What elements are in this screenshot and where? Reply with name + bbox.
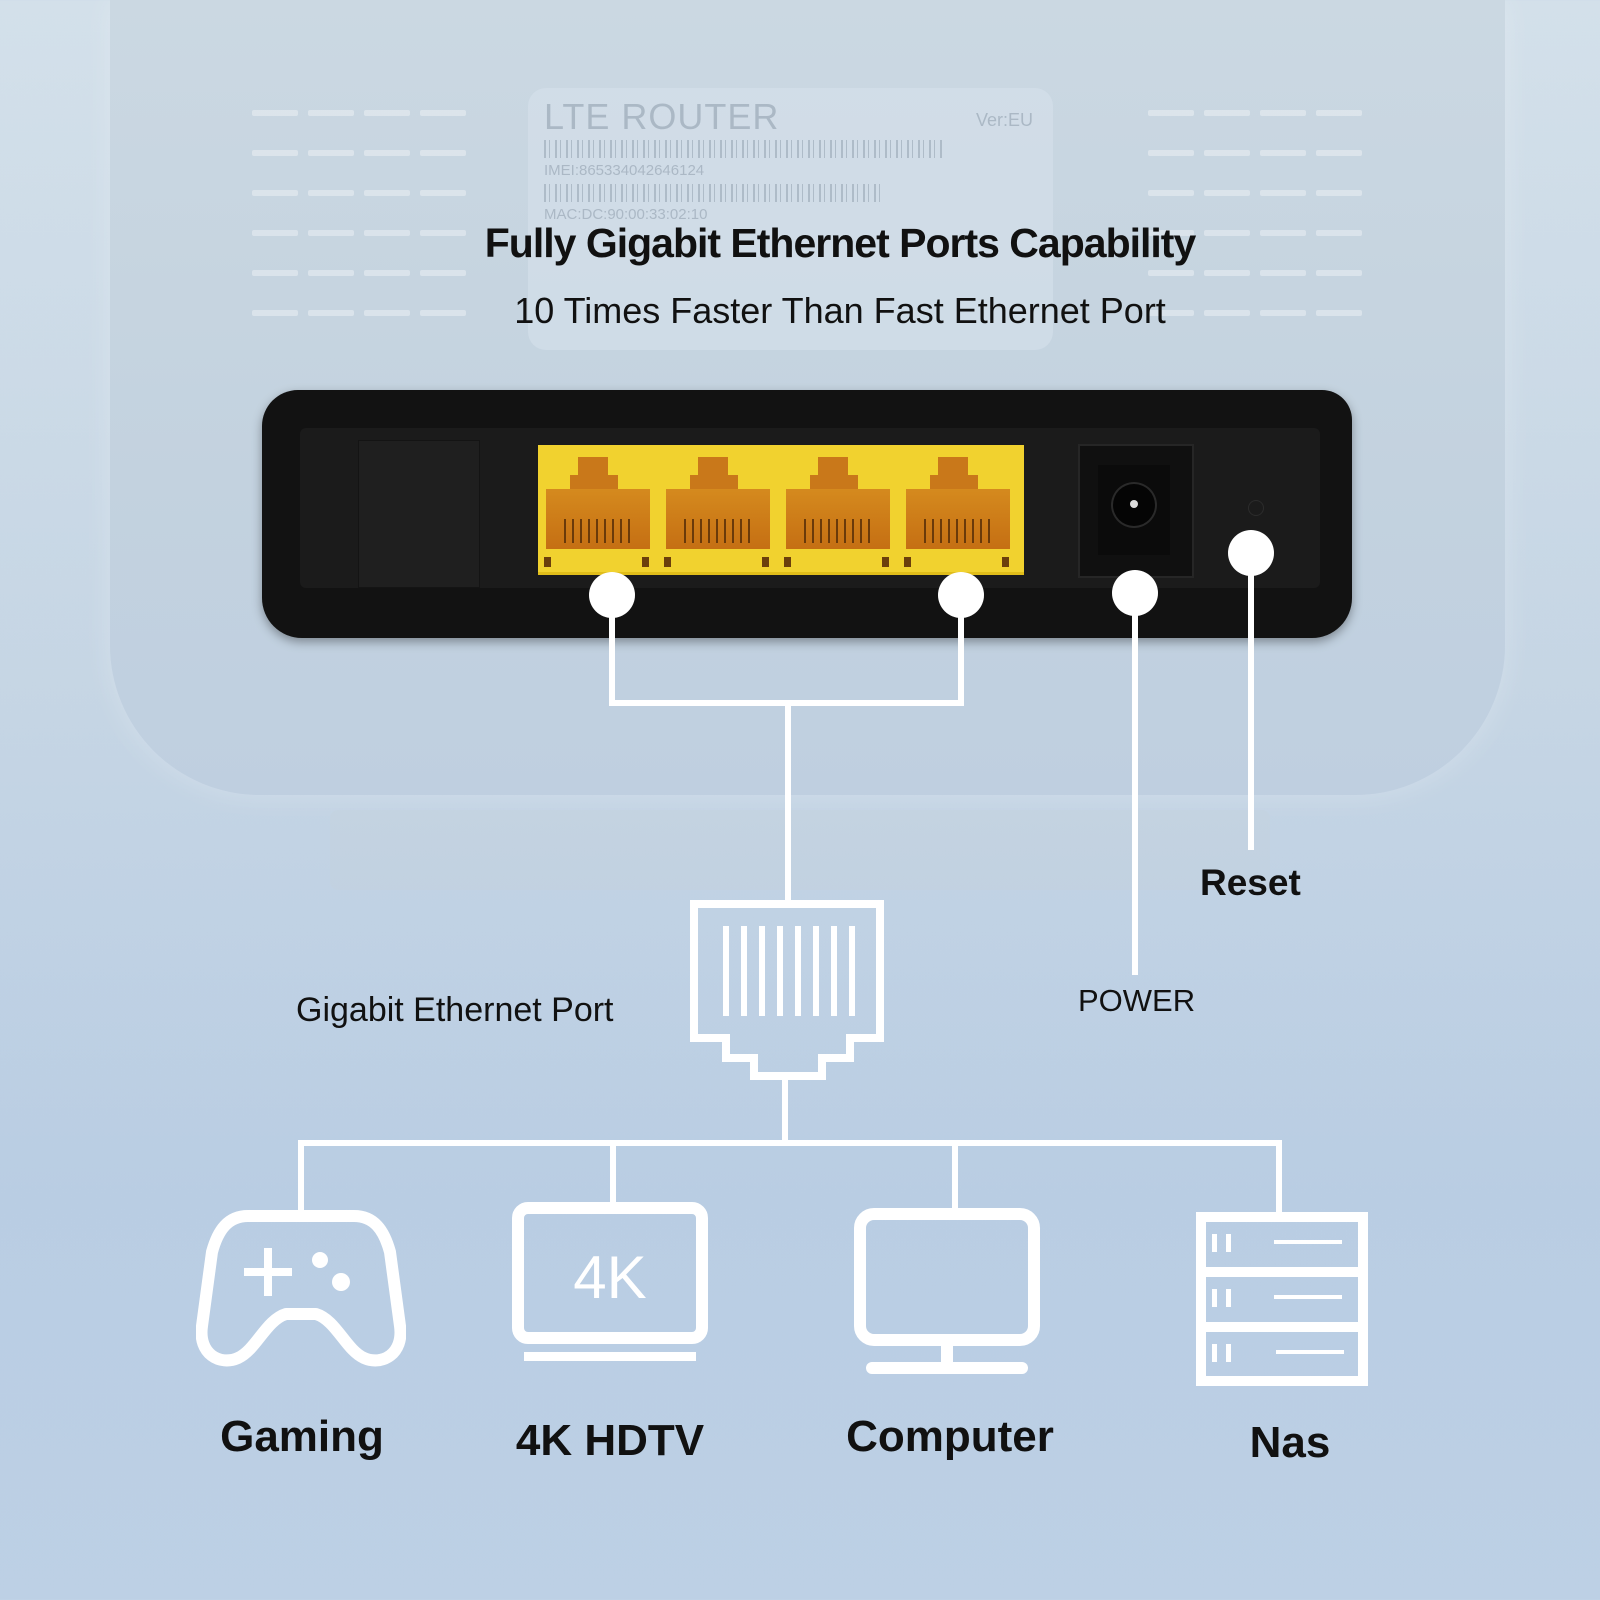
- ethernet-port-3: [782, 453, 892, 567]
- power-jack-pin: [1130, 500, 1138, 508]
- device-label-gaming: Gaming: [220, 1412, 384, 1461]
- wire: [1276, 1140, 1282, 1216]
- ethernet-port-4: [902, 453, 1012, 567]
- ethernet-port-1: [542, 453, 652, 567]
- power-label: POWER: [1078, 983, 1196, 1018]
- wire: [298, 1140, 304, 1212]
- blank-slot: [358, 440, 480, 588]
- wire: [952, 1140, 958, 1208]
- left-vent-pattern: [252, 110, 466, 316]
- reset-wire: [1248, 560, 1254, 850]
- ethernet-port-2: [662, 453, 772, 567]
- reset-button-hole: [1248, 500, 1264, 516]
- plate-title: LTE ROUTER: [544, 96, 780, 137]
- device-label-4k-hdtv: 4K HDTV: [515, 1416, 705, 1465]
- gamepad-icon: [196, 1208, 406, 1368]
- page-subtitle: 10 Times Faster Than Fast Ethernet Port: [514, 290, 1166, 331]
- wire: [785, 700, 791, 905]
- device-label-nas: Nas: [1249, 1418, 1331, 1467]
- plate-imei: IMEI:865334042646124: [544, 162, 705, 179]
- server-icon: [1196, 1212, 1368, 1386]
- wire: [958, 600, 964, 706]
- barcode: [544, 140, 944, 158]
- wire: [610, 1140, 616, 1208]
- tv-4k-text: 4K: [573, 1244, 646, 1311]
- router-label-plate: LTE ROUTER Ver:EU IMEI:865334042646124 M…: [528, 88, 1053, 350]
- wire: [609, 600, 615, 706]
- power-wire: [1132, 600, 1138, 975]
- plate-mac: MAC:DC:90:00:33:02:10: [544, 206, 708, 223]
- lan-port-block: [538, 445, 1024, 575]
- distribution-bus: [298, 1140, 1282, 1146]
- right-vent-pattern: [1148, 110, 1362, 316]
- barcode: [544, 184, 884, 202]
- tv-4k-icon: 4K: [510, 1202, 710, 1368]
- monitor-icon: [852, 1206, 1042, 1382]
- ethernet-port-label: Gigabit Ethernet Port: [296, 991, 614, 1029]
- reset-label: Reset: [1200, 862, 1301, 903]
- page-title: Fully Gigabit Ethernet Ports Capability: [484, 220, 1197, 266]
- wire: [782, 1076, 788, 1144]
- device-label-computer: Computer: [846, 1412, 1054, 1461]
- plate-version: Ver:EU: [975, 110, 1033, 130]
- background-router-stand: [330, 810, 1270, 890]
- rj45-connector-icon: [690, 900, 886, 1080]
